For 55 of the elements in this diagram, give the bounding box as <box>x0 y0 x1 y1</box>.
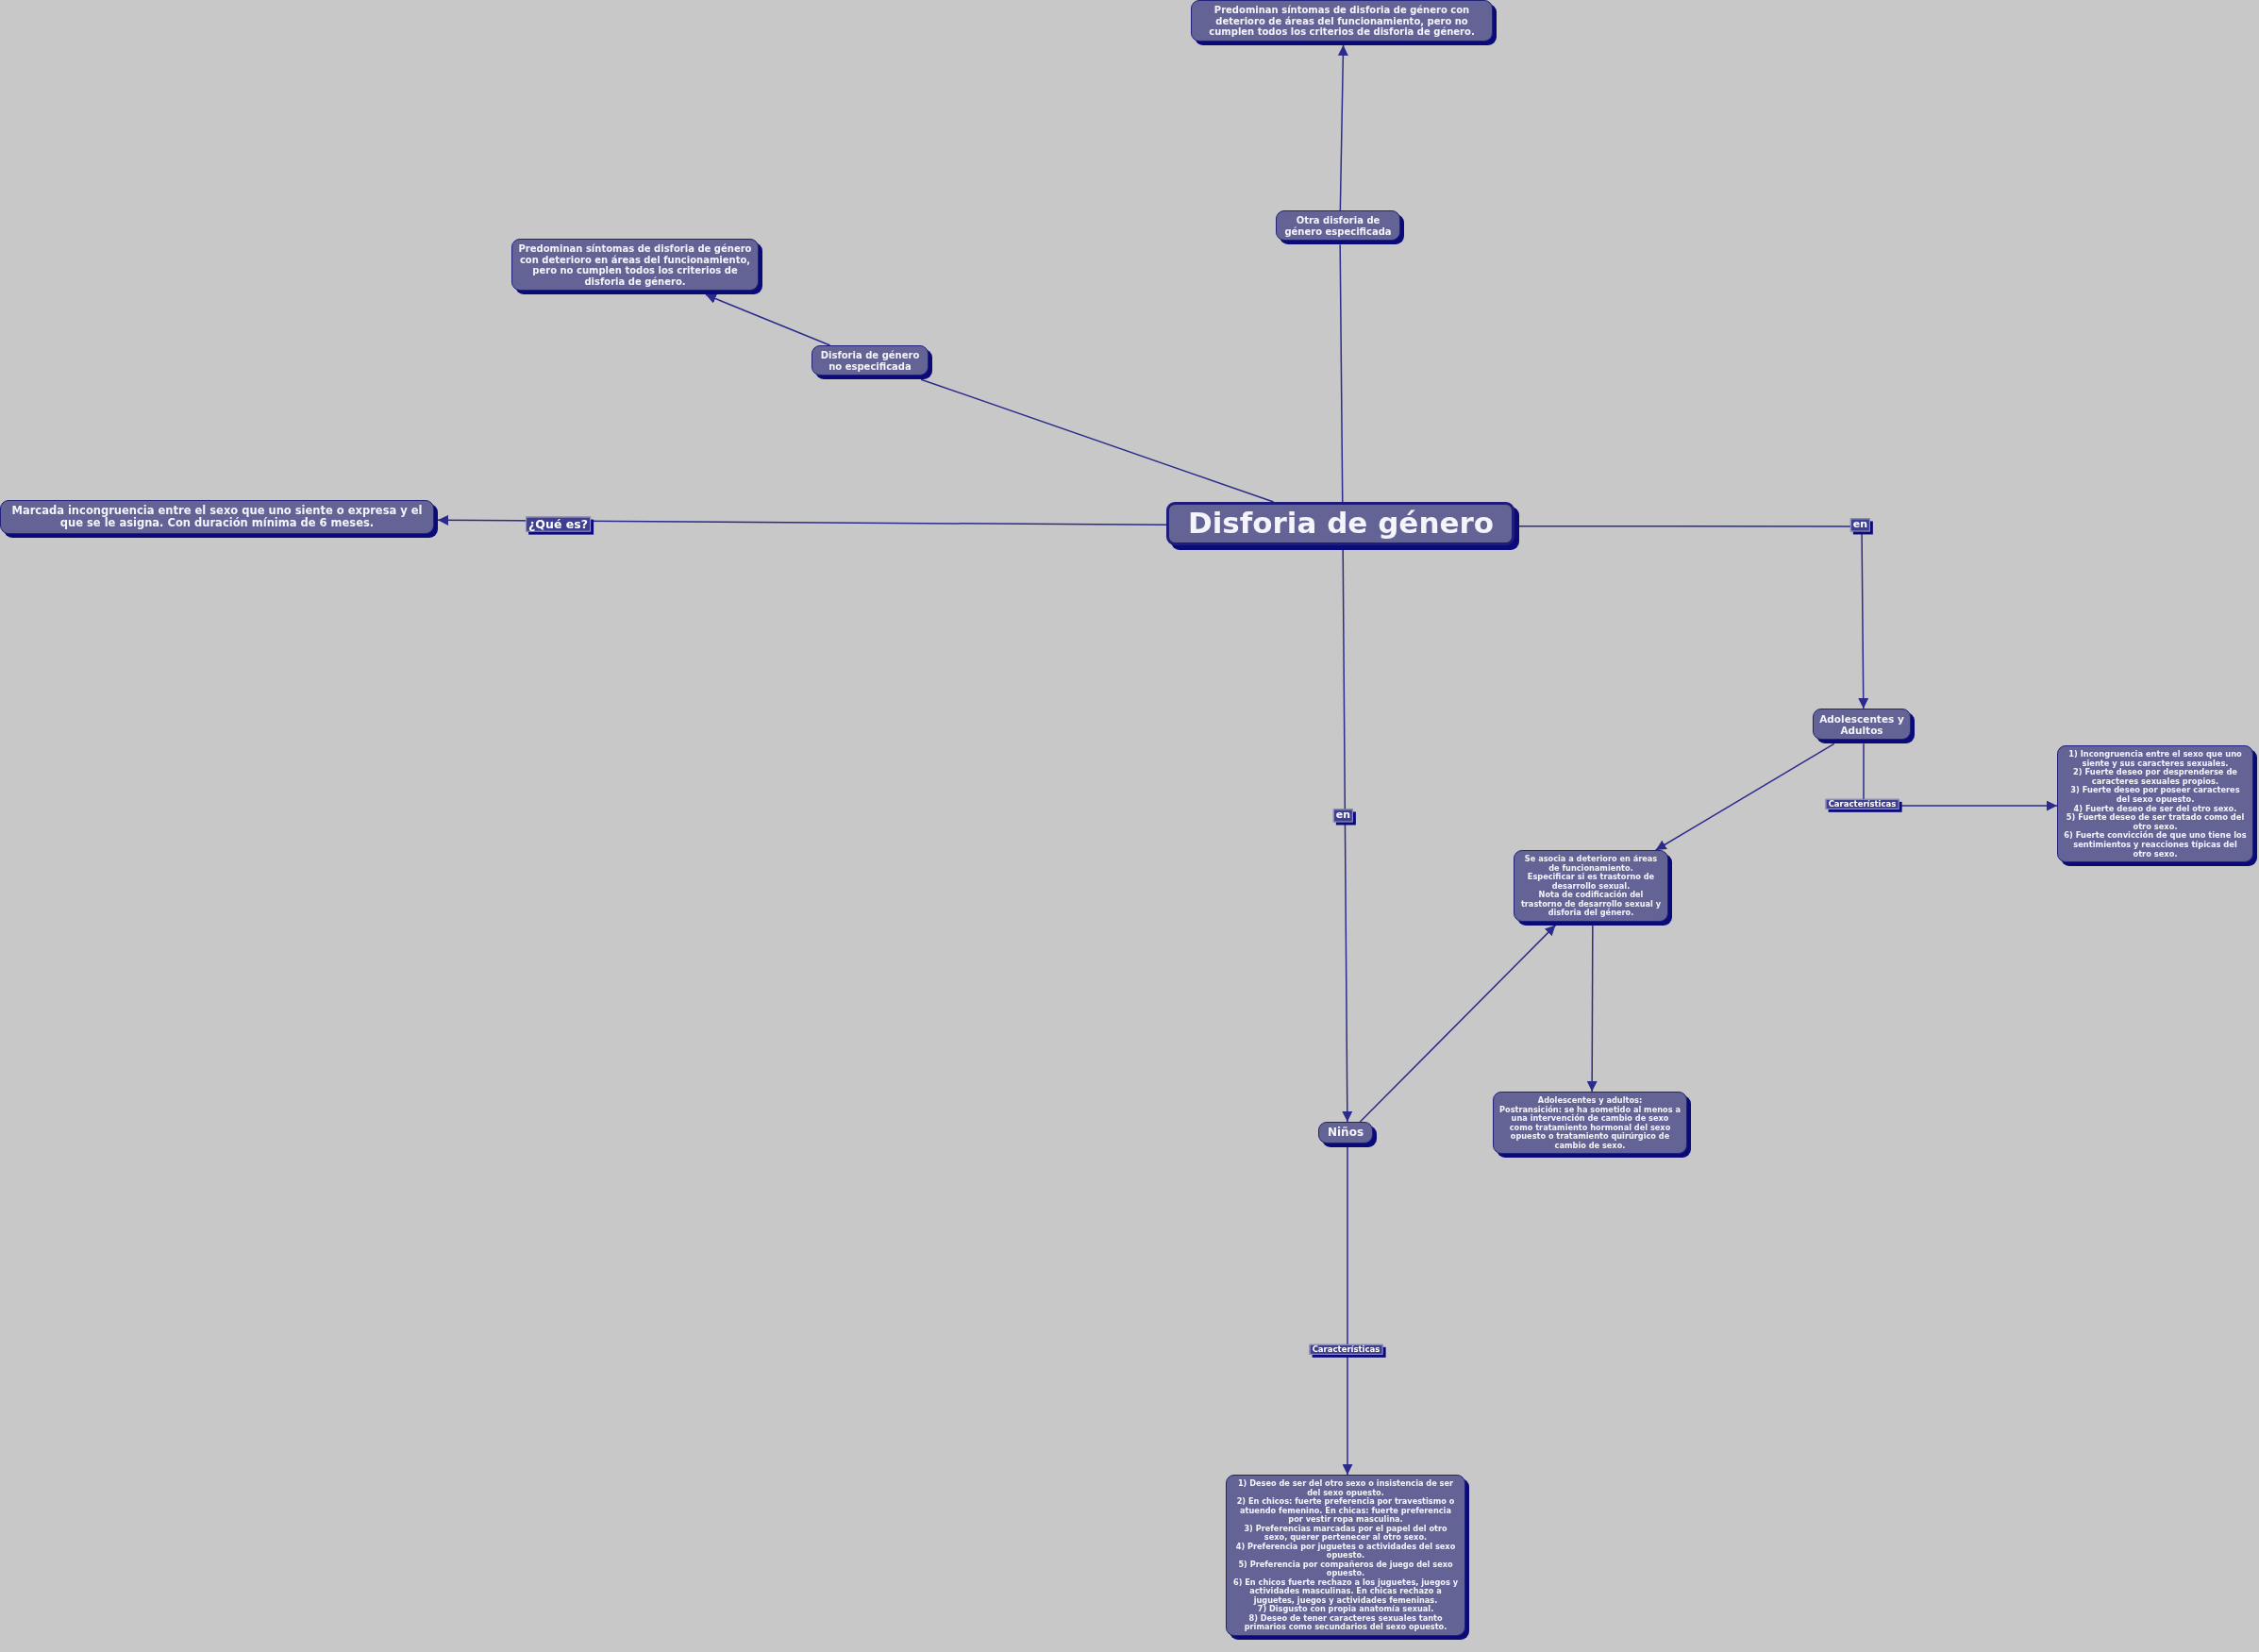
edge-label: ¿Qué es? <box>526 516 594 535</box>
arrow <box>1518 525 1869 709</box>
concept-text: 4) Fuerte deseo de ser del otro sexo. <box>2072 804 2238 813</box>
concept-box <box>812 345 932 380</box>
concept-box <box>1813 709 1915 744</box>
arrow <box>1337 44 1348 211</box>
concept-text: Marcada incongruencia entre el sexo que uno siente o expresa y el que se le asigna. Con duración mínima de 6 meses. <box>10 505 424 530</box>
main-concept-box <box>1166 502 1519 550</box>
concept-box <box>1226 1475 1469 1640</box>
concept-text: 8) Deseo de tener caracteres sexuales tanto primarios como secundarios del sexo opuesto. <box>1243 1613 1448 1632</box>
concept-text: 5) Preferencia por compañeros de juego del sexo opuesto. <box>1237 1560 1454 1578</box>
concept-box <box>1191 0 1497 45</box>
concept-text: Nota de codificación del trastorno de desarrollo sexual y disforia del género. <box>1520 891 1662 918</box>
connector-line <box>1339 243 1344 503</box>
concept-text: Predominan síntomas de disforia de género con deterioro en áreas del funcionamiento, pero no cumplen todos los criterios de disforia de género. <box>518 243 752 288</box>
edge-label: Características <box>1309 1343 1386 1359</box>
concept-text: Otra disforia de género especificada <box>1283 215 1393 238</box>
concept-text: 3) Fuerte deseo por poseer caracteres del sexo opuesto. <box>2069 786 2241 805</box>
arrow <box>1586 924 1598 1093</box>
arrow <box>1342 1146 1353 1476</box>
concept-box <box>1318 1122 1377 1147</box>
concept-box <box>2057 745 2257 867</box>
arrow <box>1342 549 1353 1123</box>
edge-label: en <box>1332 809 1357 826</box>
concept-text: 1) Incongruencia entre el sexo que uno siente y sus caracteres sexuales. <box>2067 750 2243 768</box>
concept-text: 7) Disgusto con propia anatomía sexual. <box>1257 1605 1434 1614</box>
concept-text: 2) Fuerte deseo por desprenderse de caracteres sexuales propios. <box>2073 768 2237 787</box>
concept-text: Predominan síntomas de disforia de género con deterioro de áreas del funcionamiento, pero no cumplen todos los criterios de disforia de género. <box>1208 5 1476 38</box>
arrow <box>1655 743 1835 851</box>
concept-text: 1) Deseo de ser del otro sexo o insistencia de ser del sexo opuesto. <box>1236 1479 1455 1498</box>
concept-text: Niños <box>1326 1126 1365 1140</box>
arrow <box>705 293 831 346</box>
arrow <box>1359 924 1557 1123</box>
concept-text: 4) Preferencia por juguetes o actividades del sexo opuesto. <box>1234 1542 1457 1560</box>
concept-text: Postransición: se ha sometido al menos a una intervención de cambio de sexo como tratamiento hormonal del sexo opuesto o tratamiento quirúrgico de cambio de sexo. <box>1499 1105 1681 1151</box>
concept-text: 5) Fuerte deseo de ser tratado como del otro sexo. <box>2065 813 2246 831</box>
arrow <box>437 514 1167 526</box>
concept-text: 6) En chicos fuerte rechazo a los juguetes, juegos y actividades masculinas. En chicas rechazo a juguetes, juegos y actividades femeninas. <box>1232 1577 1459 1606</box>
concept-box <box>1514 850 1672 926</box>
concept-text: Especificar si es trastorno de desarrollo sexual. <box>1526 873 1656 891</box>
concept-text: Se asocia a deterioro en áreas de funcionamiento. <box>1523 855 1659 873</box>
concept-box <box>1276 210 1404 245</box>
edge-label: en <box>1849 518 1874 535</box>
concept-box <box>0 500 438 538</box>
concept-text: 3) Preferencias marcadas por el papel del otro sexo, querer pertenecer al otro sexo. <box>1243 1524 1448 1543</box>
concept-box <box>511 239 762 295</box>
concept-text: Adolescentes y adultos: <box>1536 1096 1644 1105</box>
concept-text: Disforia de género <box>1186 507 1496 541</box>
edge-label: Características <box>1825 798 1902 813</box>
concept-text: Disforia de género no especificada <box>819 350 921 373</box>
concept-text: 6) Fuerte convicción de que uno tiene los sentimientos y reacciones típicas del otro sexo. <box>2064 831 2247 859</box>
concept-text: Adolescentes y Adultos <box>1819 713 1904 737</box>
concept-box <box>1493 1092 1691 1159</box>
connector-line <box>920 378 1275 503</box>
concept-text: 2) En chicos: fuerte preferencia por travestismo o atuendo femenino. En chicas: fuerte preferencia por vestir ropa masculina. <box>1235 1497 1456 1525</box>
